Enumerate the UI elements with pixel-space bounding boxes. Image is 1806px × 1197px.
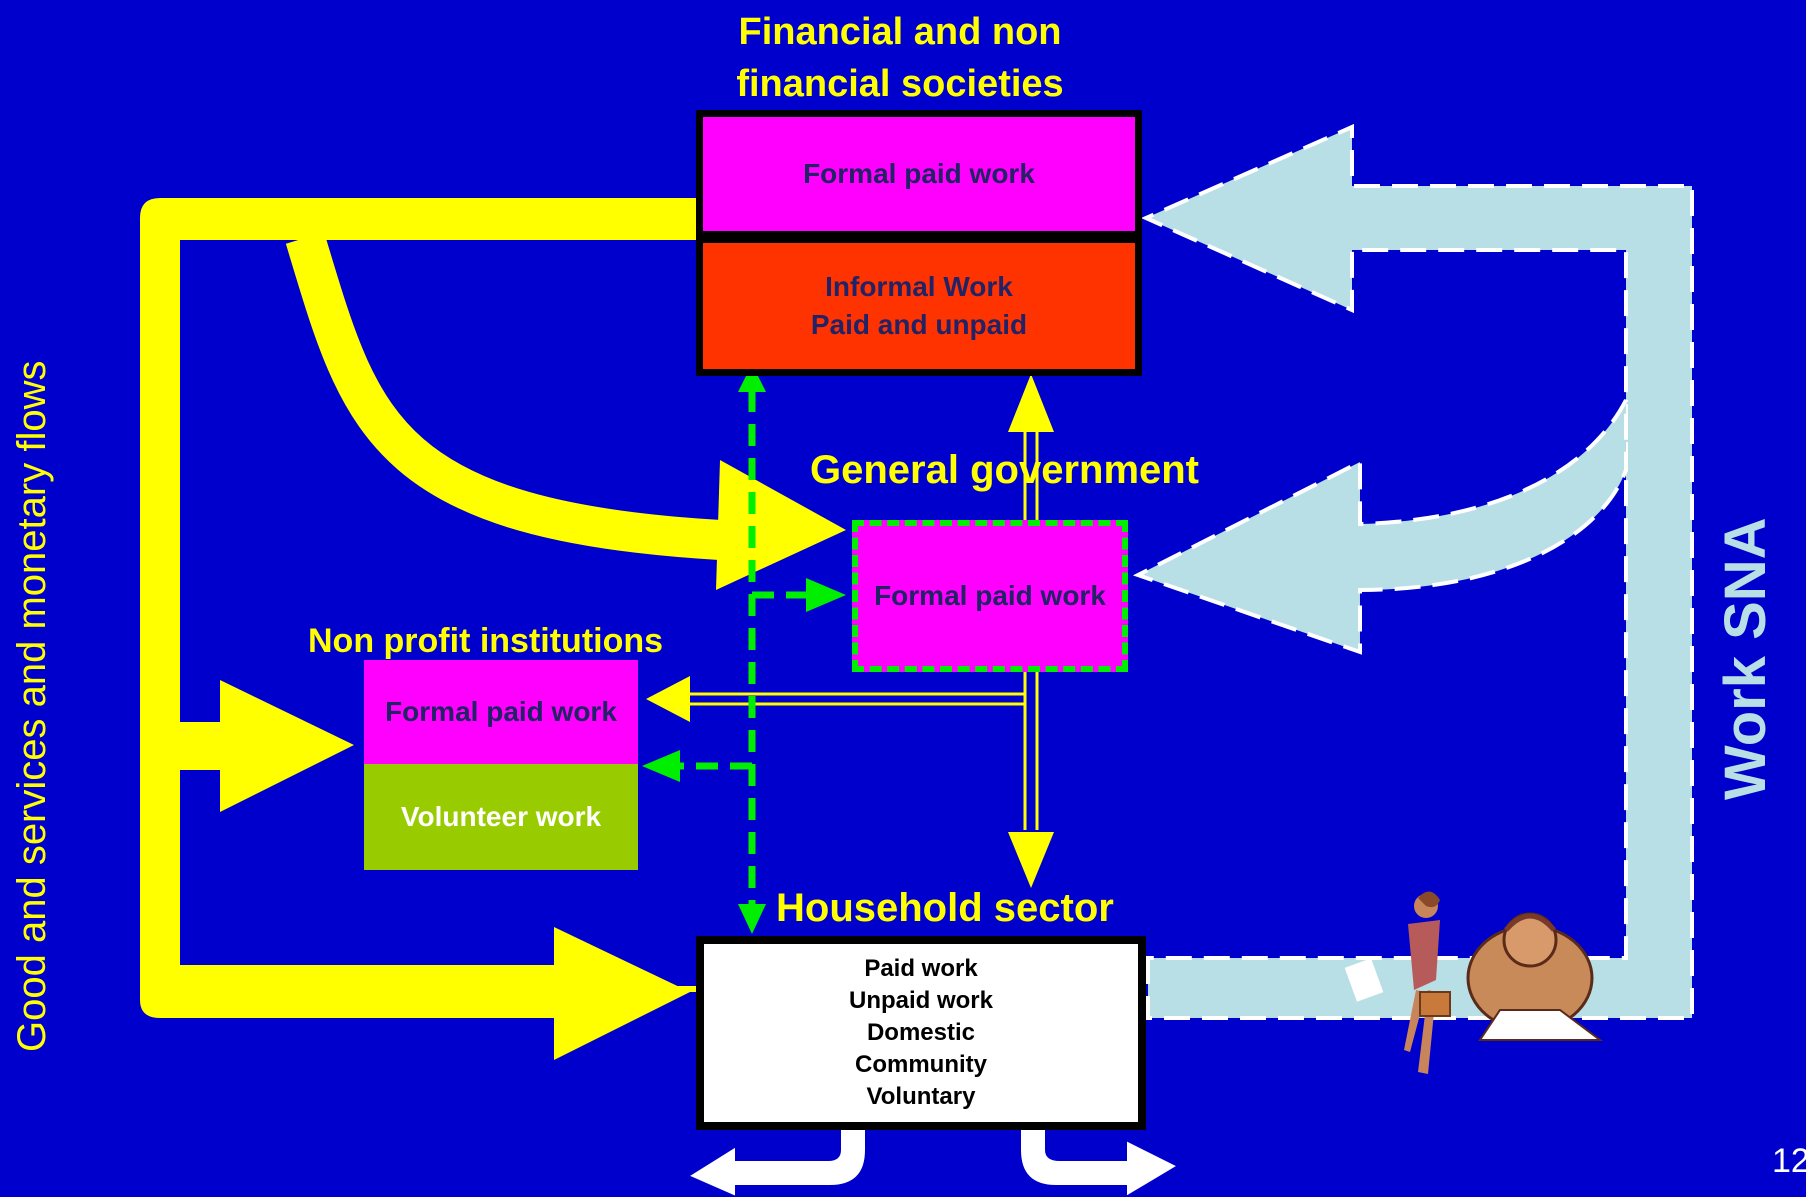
- page-number: 12: [1772, 1142, 1806, 1180]
- household-item: Paid work: [864, 955, 978, 982]
- financial-title: Financial and non financial societies: [736, 11, 1064, 105]
- household-item: Voluntary: [866, 1083, 976, 1110]
- businessman-headset-clipart: [1466, 912, 1603, 1041]
- household-item: Domestic: [866, 1019, 976, 1046]
- arrow-to-nonprofit: [220, 680, 354, 812]
- household-item: Unpaid work: [848, 987, 993, 1014]
- household-item: Community: [855, 1051, 987, 1078]
- green-dashed-flows: [680, 390, 808, 912]
- nonprofit-formal-box: Formal paid work: [364, 660, 638, 764]
- right-axis-label: Work SNA: [1713, 517, 1778, 800]
- household-outlet-arrows: [685, 1127, 1181, 1197]
- green-arrow-up: [738, 364, 766, 392]
- arrow-gov-to-household: [1008, 832, 1054, 888]
- nonprofit-title: Non profit institutions: [308, 622, 664, 660]
- walking-woman-clipart: [1344, 891, 1451, 1074]
- nonprofit-volunteer-box: Volunteer work: [364, 764, 638, 870]
- green-arrow-down: [738, 904, 766, 934]
- arrow-gov-to-financial: [1008, 374, 1054, 432]
- government-title: General government: [810, 448, 1200, 492]
- government-formal-box: Formal paid work: [852, 520, 1128, 672]
- household-title: Household sector: [776, 886, 1114, 930]
- work-sna-bottom-path: [1141, 123, 1694, 1020]
- household-box: Paid work Unpaid work Domestic Community…: [696, 936, 1146, 1130]
- financial-formal-box: Formal paid work: [696, 110, 1142, 238]
- arrow-gov-to-nonprofit: [646, 676, 690, 722]
- left-axis-label: Good and services and monetary flows: [10, 360, 54, 1052]
- financial-informal-box: Informal Work Paid and unpaid: [696, 236, 1142, 376]
- yellow-curve-to-government: [285, 232, 722, 560]
- arrow-to-household: [554, 927, 690, 1060]
- yellow-main-loop: [140, 198, 701, 1018]
- green-arrow-left: [642, 750, 680, 782]
- green-arrow-right: [806, 578, 846, 612]
- work-sna-branch-path: [1132, 399, 1628, 655]
- arrow-to-nonprofit-stem: [178, 722, 222, 770]
- work-sna-flow: [1132, 123, 1694, 1020]
